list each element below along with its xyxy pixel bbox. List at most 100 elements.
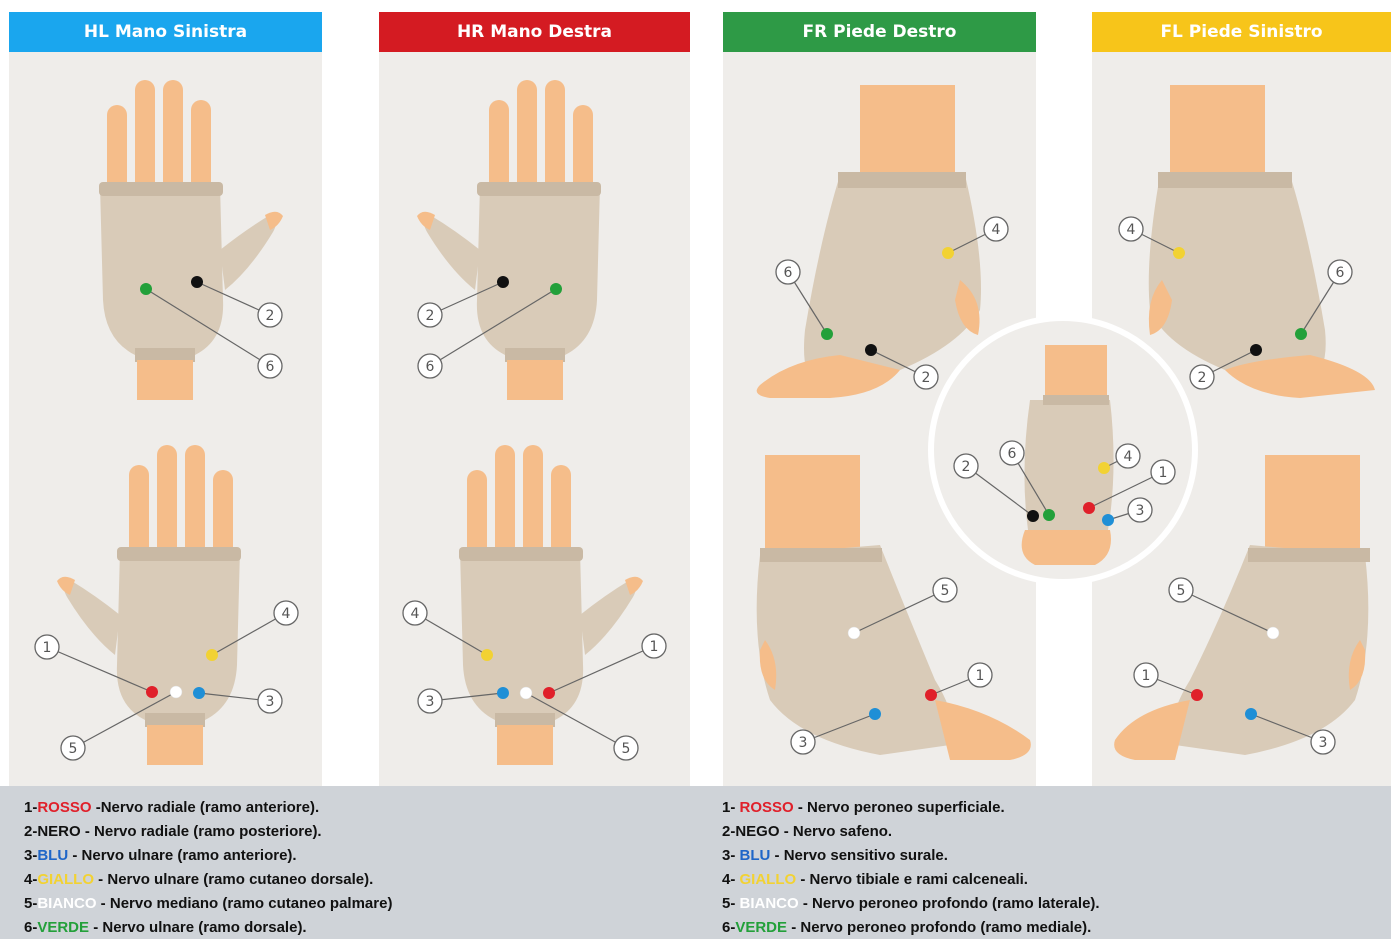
callout-number-fr-5: 5 [941,583,950,599]
nerve-marker-hl-6 [140,283,152,295]
legend-number: 1- [24,799,37,816]
callout-number-fl-4: 4 [1127,222,1136,238]
callout-number-fl-2: 2 [1198,370,1207,386]
nerve-marker-fr-2 [865,344,877,356]
callout-number-fl-6: 6 [1336,265,1345,281]
callout-number-hr-6: 6 [426,359,435,375]
legend-separator: - [794,799,807,816]
callout-number-fr-6: 6 [784,265,793,281]
legend-separator: - [770,847,783,864]
legend-row: 1- ROSSO - Nervo peroneo superficiale. [722,796,1100,820]
legend-color-name: BLU [37,847,68,864]
nerve-marker-fl-5 [1267,627,1279,639]
legend-row: 3-BLU - Nervo ulnare (ramo anteriore). [24,844,392,868]
legend-color-name: BLU [740,847,771,864]
legend-description: Nervo ulnare (ramo anteriore). [82,847,297,864]
nerve-marker-hl-3 [193,687,205,699]
legend-color-name: ROSSO [740,799,794,816]
legend-hand: 1-ROSSO -Nervo radiale (ramo anteriore).… [24,796,392,940]
legend-color-name: NEGO [735,823,779,840]
legend-description: Nervo radiale (ramo posteriore). [94,823,322,840]
callout-number-hl-6: 6 [266,359,275,375]
nerve-marker-c-1 [1083,502,1095,514]
legend-separator: - [68,847,81,864]
nerve-diagram: 26153426435146251346251326413 [0,0,1391,786]
legend-number: 2- [722,823,735,840]
callout-number-hl-1: 1 [43,640,52,656]
callout-number-fr-2: 2 [922,370,931,386]
nerve-marker-hl-5 [170,686,182,698]
nerve-marker-hr-5 [520,687,532,699]
legend-color-name: VERDE [37,919,89,936]
nerve-marker-c-2 [1027,510,1039,522]
legend-number: 4- [722,871,740,888]
legend-description: Nervo mediano (ramo cutaneo palmare) [110,895,393,912]
legend-number: 3- [24,847,37,864]
callout-number-fr-3: 3 [799,735,808,751]
callout-number-hl-5: 5 [69,741,78,757]
legend-foot: 1- ROSSO - Nervo peroneo superficiale. 2-… [722,796,1100,940]
legend-row: 5- BIANCO - Nervo peroneo profondo (ramo… [722,892,1100,916]
legend-separator: - [780,823,793,840]
legend-number: 2- [24,823,37,840]
nerve-marker-fr-6 [821,328,833,340]
legend-row: 1-ROSSO -Nervo radiale (ramo anteriore). [24,796,392,820]
legend-separator: - [799,895,812,912]
nerve-marker-c-6 [1043,509,1055,521]
legend-description: Nervo ulnare (ramo dorsale). [102,919,306,936]
legend-number: 3- [722,847,740,864]
nerve-marker-hl-4 [206,649,218,661]
callout-number-fl-5: 5 [1177,583,1186,599]
legend-row: 6-VERDE - Nervo peroneo profondo (ramo m… [722,916,1100,940]
legend-color-name: VERDE [735,919,787,936]
legend-description: Nervo safeno. [793,823,892,840]
legend-color-name: ROSSO [37,799,91,816]
nerve-marker-hr-1 [543,687,555,699]
legend-number: 1- [722,799,740,816]
nerve-marker-c-4 [1098,462,1110,474]
callout-number-c-3: 3 [1136,503,1145,519]
hand-hr-dorsal [417,80,601,400]
legend-description: Nervo tibiale e rami calceneali. [810,871,1028,888]
nerve-marker-hr-6 [550,283,562,295]
foot-posterior-circle [931,318,1195,582]
callout-number-c-2: 2 [962,459,971,475]
legend-row: 2-NERO - Nervo radiale (ramo posteriore)… [24,820,392,844]
callout-number-hr-5: 5 [622,741,631,757]
nerve-marker-fr-4 [942,247,954,259]
callout-number-hl-3: 3 [266,694,275,710]
legend-row: 6-VERDE - Nervo ulnare (ramo dorsale). [24,916,392,940]
legend-color-name: BIANCO [740,895,799,912]
legend-row: 4- GIALLO - Nervo tibiale e rami calcene… [722,868,1100,892]
legend-row: 5-BIANCO - Nervo mediano (ramo cutaneo p… [24,892,392,916]
callout-number-fl-1: 1 [1142,668,1151,684]
nerve-marker-fl-6 [1295,328,1307,340]
legend-separator: - [89,919,102,936]
legend-separator: - [94,871,107,888]
callout-number-hr-3: 3 [426,694,435,710]
legend-row: 3- BLU - Nervo sensitivo surale. [722,844,1100,868]
legend-panel: 1-ROSSO -Nervo radiale (ramo anteriore).… [0,786,1391,939]
legend-description: Nervo peroneo profondo (ramo mediale). [800,919,1091,936]
legend-separator: - [796,871,809,888]
nerve-marker-fl-2 [1250,344,1262,356]
callout-number-hl-4: 4 [282,606,291,622]
legend-separator: - [787,919,800,936]
nerve-marker-c-3 [1102,514,1114,526]
callout-number-fl-3: 3 [1319,735,1328,751]
legend-number: 5- [722,895,740,912]
legend-description: Nervo sensitivo surale. [784,847,948,864]
nerve-marker-fr-5 [848,627,860,639]
callout-number-hr-4: 4 [411,606,420,622]
nerve-marker-fl-3 [1245,708,1257,720]
legend-number: 5- [24,895,37,912]
legend-number: 6- [24,919,37,936]
nerve-marker-hl-2 [191,276,203,288]
nerve-marker-fr-3 [869,708,881,720]
nerve-marker-fl-4 [1173,247,1185,259]
legend-description: Nervo peroneo profondo (ramo laterale). [812,895,1100,912]
nerve-marker-hl-1 [146,686,158,698]
callout-number-hr-2: 2 [426,308,435,324]
legend-description: Nervo ulnare (ramo cutaneo dorsale). [107,871,373,888]
legend-description: Nervo radiale (ramo anteriore). [101,799,319,816]
